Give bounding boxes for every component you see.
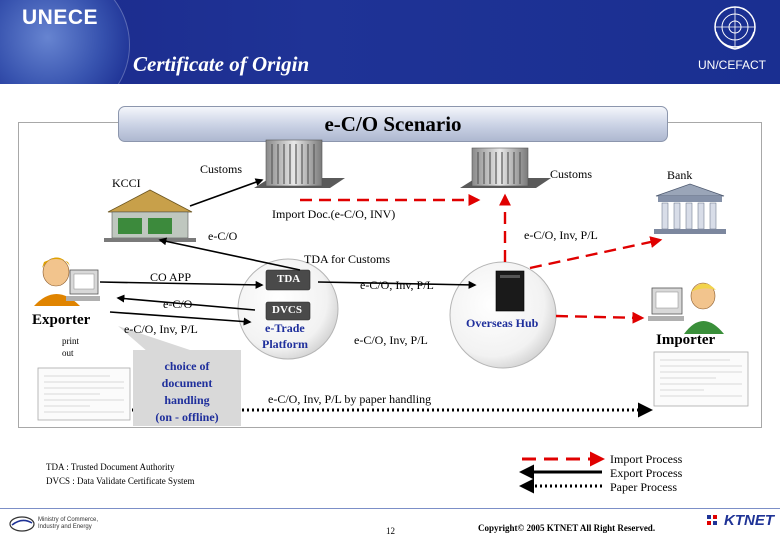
out-label: out [62,348,74,358]
etrade-label-line1: e-Trade [265,321,305,335]
page-number: 12 [386,526,395,536]
footer-divider [0,508,780,509]
choice-line-3: handling [164,393,210,407]
page-title: Certificate of Origin [133,52,310,76]
tda-label: TDA [277,273,301,285]
footnote-tda: TDA : Trusted Document Authority [46,462,175,472]
customs-building-right-icon [460,147,551,188]
customs-building-left-icon [254,139,345,188]
ktnet-logo-icon [707,515,717,525]
footnote-dvcs: DVCS : Data Validate Certificate System [46,476,195,486]
document-thumbnail-importer [653,351,749,407]
bank-building-icon [654,183,726,234]
kcci-building-icon [104,189,196,242]
ktnet-logo-text: KTNET [724,512,774,529]
choice-of-document-handling-box: choice of document handling (on - offlin… [133,350,241,426]
ministry-logo-icon [9,516,35,532]
etrade-label-line2: Platform [262,337,308,351]
arrow-etrade-to-hub [317,280,477,289]
flow-label-paper-handling: e-C/O, Inv, P/L by paper handling [268,392,432,406]
org-label: UN/CEFACT [697,58,766,72]
bank-label: Bank [667,168,693,182]
choice-line-2: document [161,376,213,390]
ministry-line-2: Industry and Energy [38,524,92,530]
overseas-hub-label: Overseas Hub [466,316,539,330]
customs-left-label: Customs [200,162,243,176]
legend-import-label: Import Process [610,452,683,466]
dvcs-label: DVCS [272,304,302,316]
arrow-exporter-to-etrade-coapp [99,280,264,289]
ministry-logo-text: Ministry of Commerce, Industry and Energ… [38,517,98,531]
flow-label-eco-exporter: e-C/O [163,297,193,311]
legend-export-label: Export Process [610,466,683,480]
globe-outline [0,0,130,84]
customs-right-label: Customs [550,167,593,181]
arrow-hub-to-bank [529,236,663,270]
importer-person-icon [648,282,724,334]
flow-label-eco-kcci: e-C/O [208,229,238,243]
print-label: print [62,336,79,346]
arrow-etrade-to-exporter-eco [116,294,256,311]
kcci-label: KCCI [112,176,141,190]
flow-label-eco-inv-pl-hub: e-C/O, Inv, P/L [354,333,428,347]
brand-logo-text: UNECE [22,6,99,29]
legend-paper-label: Paper Process [610,480,677,494]
flow-label-eco-inv-pl-tda: e-C/O, Inv, P/L [360,278,434,292]
arrow-kcci-to-customs [189,178,264,207]
copyright-text: Copyright© 2005 KTNET All Right Reserved… [478,523,656,533]
arrow-hub-to-importer [555,311,645,324]
flow-label-co-app: CO APP [150,270,192,284]
exporter-person-icon [34,257,100,306]
choice-line-4: (on - offline) [155,410,219,424]
ministry-line-1: Ministry of Commerce, [38,517,99,523]
overseas-hub-sphere [449,261,557,369]
flow-label-import-doc: Import Doc.(e-C/O, INV) [272,207,396,221]
un-emblem-icon [714,6,756,50]
scenario-title: e-C/O Scenario [118,106,668,142]
document-thumbnail-exporter [37,367,131,421]
arrow-exporter-to-etrade-inv [109,311,252,326]
flow-label-tda-for-customs: TDA for Customs [304,252,391,266]
exporter-label: Exporter [32,312,91,328]
importer-label: Importer [656,332,716,348]
header-bar: UNECE Certificate of Origin UN/CEFACT [0,0,780,84]
flow-label-eco-inv-pl-exporter: e-C/O, Inv, P/L [124,322,198,336]
flow-label-eco-inv-pl-bank: e-C/O, Inv, P/L [524,228,598,242]
choice-line-1: choice of [164,359,210,373]
choice-box-pointer [118,326,196,352]
arrow-tda-to-kcci [158,237,301,271]
